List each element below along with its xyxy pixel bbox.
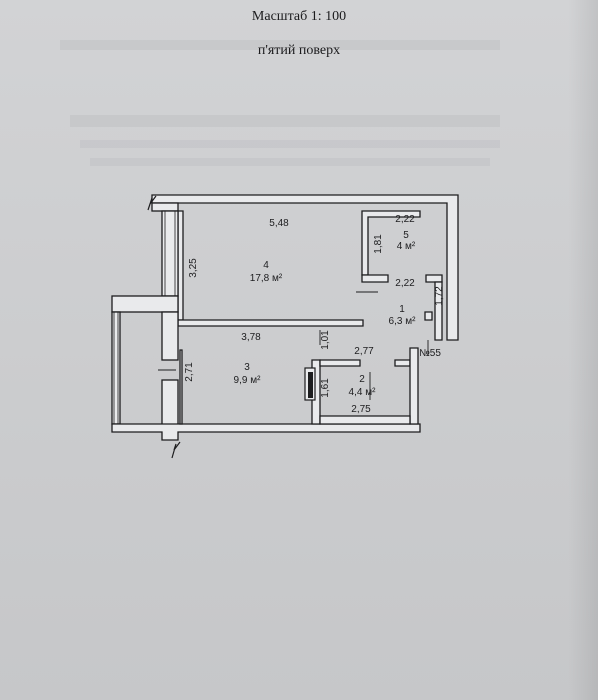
dim-room5-width: 2,22 xyxy=(395,214,415,225)
break-mark-top xyxy=(147,195,157,211)
dim-door-width: 1,01 xyxy=(320,330,331,350)
page-shadow xyxy=(568,0,598,700)
pier-left-lower xyxy=(161,379,179,426)
bleed-through-line xyxy=(90,158,490,166)
dim-room3-height: 2,71 xyxy=(184,362,195,382)
window-left-room4 xyxy=(161,210,179,297)
floor-label: п'ятий поверх xyxy=(257,43,341,58)
room2-area: 4,4 м² xyxy=(349,387,377,398)
room5-bottom-right-wall xyxy=(425,274,443,283)
room2-bottom-wall xyxy=(319,415,411,425)
room3-left-line xyxy=(179,349,183,425)
room1-number: 1 xyxy=(399,304,405,315)
dim-room2-bottom: 2,75 xyxy=(351,404,371,415)
dim-room4-width: 5,48 xyxy=(269,218,289,229)
room4-area: 17,8 м² xyxy=(250,273,283,284)
exterior-wall-top-right xyxy=(151,194,459,341)
bleed-through-line xyxy=(60,40,500,50)
bleed-through-line xyxy=(70,115,500,127)
dim-room5-height: 1,81 xyxy=(373,234,384,254)
dim-room4-height: 3,25 xyxy=(188,258,199,278)
vent-shaft-fill xyxy=(308,372,313,398)
room2-number: 2 xyxy=(359,374,365,385)
pier-left-upper xyxy=(161,311,179,361)
wall-left-mid xyxy=(111,295,179,313)
room5-number: 5 xyxy=(403,230,409,241)
room1-area: 6,3 м² xyxy=(389,316,417,327)
room5-area: 4 м² xyxy=(397,241,416,252)
room2-right-wall xyxy=(409,347,419,425)
scale-label: Масштаб 1: 100 xyxy=(251,9,347,24)
room4-left-wall xyxy=(177,210,184,321)
corridor-right-wall xyxy=(434,281,443,341)
room3-area: 9,9 м² xyxy=(234,375,262,386)
corridor-step xyxy=(424,311,433,321)
exterior-wall-bottom xyxy=(111,423,421,441)
bleed-through-line xyxy=(80,140,500,148)
exterior-wall-left-top xyxy=(151,202,179,212)
room4-number: 4 xyxy=(263,260,269,271)
room3-number: 3 xyxy=(244,362,250,373)
dim-corridor-width: 2,22 xyxy=(395,278,415,289)
room4-bottom-wall xyxy=(177,319,364,327)
dim-corridor-height: 1,72 xyxy=(434,286,445,306)
exterior-wall-left-bottom xyxy=(111,311,121,425)
apartment-number-label: №55 xyxy=(419,348,441,359)
dim-room3-width: 3,78 xyxy=(241,332,261,343)
dim-room2-left: 1,61 xyxy=(320,378,331,398)
room5-bottom-left-wall xyxy=(361,274,389,283)
room2-top-wall xyxy=(319,359,361,367)
break-mark-bottom xyxy=(171,441,181,459)
room2-top-wall-right xyxy=(394,359,411,367)
dim-room2-top: 2,77 xyxy=(354,346,374,357)
